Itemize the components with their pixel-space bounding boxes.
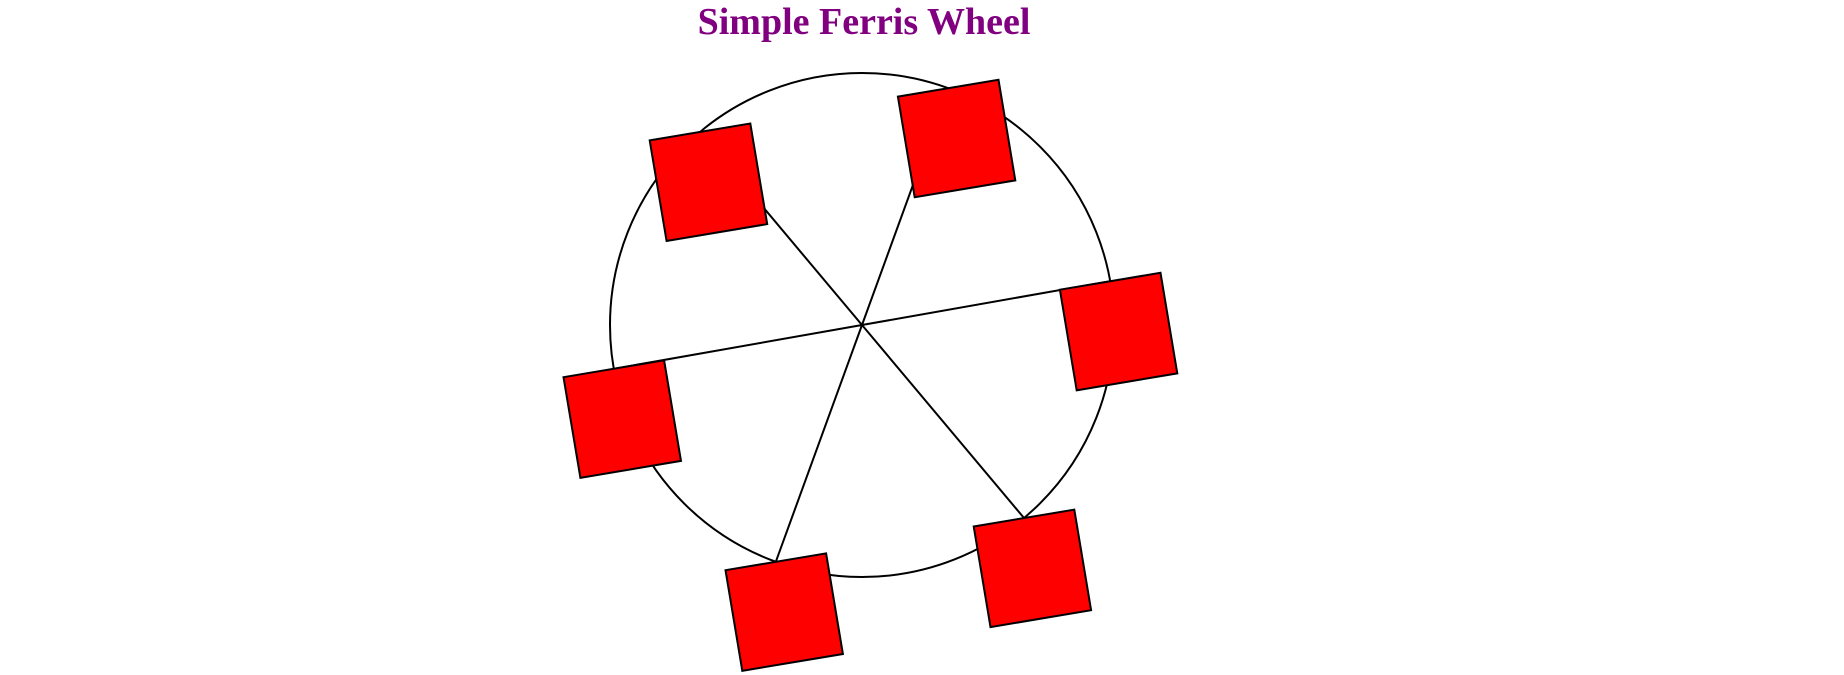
wheel-cabins <box>562 78 1179 672</box>
wheel-spoke <box>774 324 863 563</box>
wheel-cabin <box>648 122 769 243</box>
wheel-cabin <box>724 552 845 672</box>
wheel-cabin <box>562 359 683 479</box>
wheel-cabin <box>1058 271 1179 392</box>
wheel-spoke <box>861 324 1025 519</box>
page-title: Simple Ferris Wheel <box>697 1 1031 43</box>
wheel-hub <box>860 323 864 327</box>
wheel-cabin <box>896 78 1017 199</box>
wheel-cabin <box>972 508 1093 629</box>
